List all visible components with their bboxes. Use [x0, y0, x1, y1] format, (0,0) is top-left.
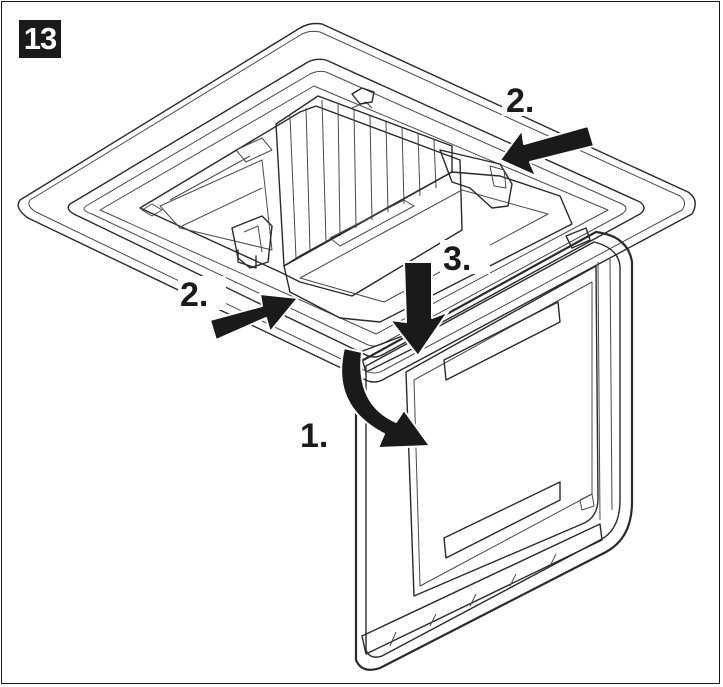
arrow-step1-swing	[340, 347, 431, 449]
label-step3: 3.	[443, 240, 471, 278]
filter-ribs	[275, 87, 453, 267]
arrow-step2-right	[499, 125, 595, 177]
front-panel	[354, 227, 634, 671]
label-step1: 1.	[300, 417, 328, 455]
unit-cavity	[139, 105, 463, 297]
arrow-step3-down	[389, 261, 449, 357]
step-number-badge: 13	[19, 20, 61, 58]
step-labels: 2. 3. 2. 1.	[178, 82, 552, 455]
arrow-step2-left	[209, 293, 299, 341]
label-step2-right: 2.	[506, 82, 534, 120]
label-step2-left: 2.	[180, 276, 208, 314]
ceiling-bezel	[17, 22, 696, 383]
housing-tray	[283, 149, 573, 323]
